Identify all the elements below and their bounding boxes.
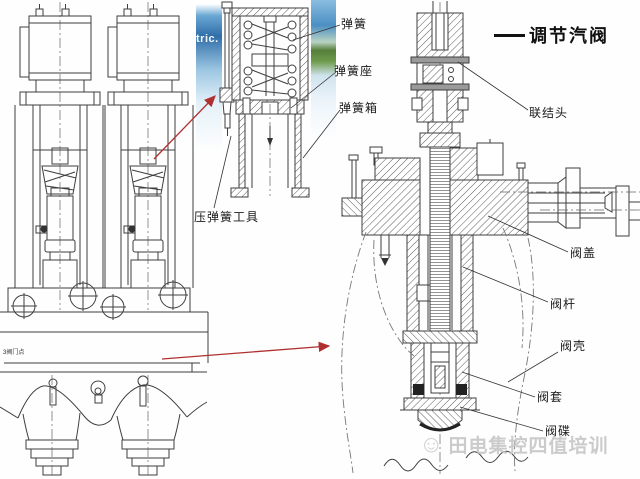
label-spring: 弹簧 xyxy=(341,17,368,31)
red-arrow-to-inset xyxy=(153,95,216,160)
label-valve-stem: 阀杆 xyxy=(550,297,577,311)
inset-spring-detail xyxy=(196,0,336,198)
slide-title: 调节汽阀 xyxy=(494,22,609,48)
red-arrows xyxy=(153,95,331,360)
leader-lines xyxy=(213,24,569,432)
watermark: ☺ 田电集控四值培训 xyxy=(419,431,609,458)
label-spring-tool: 压弹簧工具 xyxy=(194,210,260,224)
label-valve-cover: 阀盖 xyxy=(570,246,597,260)
watermark-text: 田电集控四值培训 xyxy=(448,436,609,457)
label-spring-seat: 弹簧座 xyxy=(334,64,374,78)
title-text: 调节汽阀 xyxy=(529,26,609,46)
photo-strip-left xyxy=(196,4,222,150)
label-coupling-head: 联结头 xyxy=(529,106,569,120)
chest-tiny-tag: 3阀门点 xyxy=(3,350,25,356)
photo-strip-right xyxy=(311,0,336,140)
photo-watermark-fragment: tric. xyxy=(196,33,219,45)
label-valve-shell: 阀壳 xyxy=(560,339,587,353)
red-arrow-to-section xyxy=(161,341,331,360)
label-spring-box: 弹簧箱 xyxy=(339,101,379,115)
right-cross-section-drawing xyxy=(341,1,640,474)
title-dash xyxy=(494,33,525,37)
label-valve-sleeve: 阀套 xyxy=(537,390,564,404)
watermark-logo-icon: ☺ xyxy=(419,430,444,458)
left-elevation-drawing xyxy=(0,1,209,477)
label-valve-disc: 阀碟 xyxy=(545,424,572,438)
